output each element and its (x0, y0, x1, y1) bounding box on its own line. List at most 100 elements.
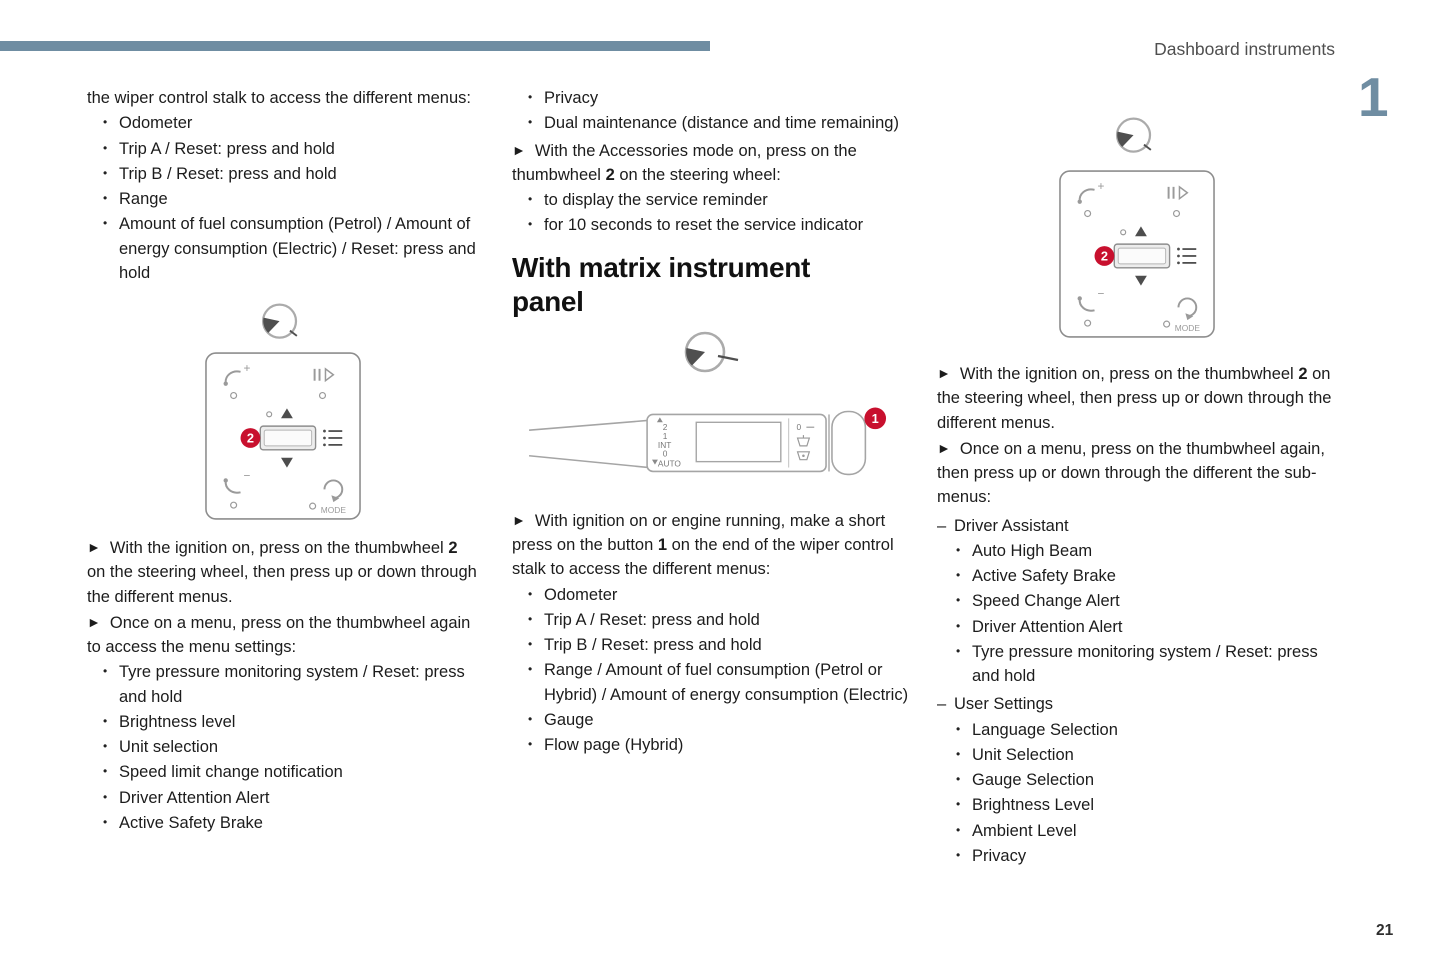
list-item-text: Trip A / Reset: press and hold (119, 139, 335, 158)
figure-steering-controls: + 2 (87, 350, 479, 522)
svg-text:INT: INT (657, 440, 670, 450)
column-left: the wiper control stalk to access the di… (87, 86, 479, 838)
column-right: + 2 (937, 112, 1337, 871)
badge-1-label: 1 (871, 411, 878, 426)
list-item: • Driver Attention Alert (956, 615, 1337, 639)
intro-text: the wiper control stalk to access the di… (87, 89, 471, 107)
down-arrow-icon (281, 457, 293, 468)
list-item: • Trip B / Reset: press and hold (103, 162, 479, 186)
bullet-glyph: • (528, 637, 533, 652)
list-item-text: Unit selection (119, 738, 219, 756)
washer-controls: 0 (796, 422, 814, 461)
up-arrow-icon (281, 408, 293, 419)
bullet-glyph: • (103, 739, 108, 753)
svg-text:−: − (244, 468, 251, 482)
bold-ref: 2 (605, 165, 615, 184)
bullet-glyph: • (103, 115, 108, 130)
bullet-glyph: • (103, 216, 108, 231)
badge-2-label: 2 (1101, 248, 1108, 263)
bullet-glyph: • (956, 568, 961, 582)
accent-top-bar (0, 41, 710, 51)
bullet-glyph: • (103, 191, 108, 205)
bullet-glyph: • (528, 115, 533, 130)
badge-1-circle (863, 407, 886, 429)
bullet-glyph: • (528, 662, 533, 677)
bullet-glyph: • (956, 746, 961, 761)
media-source-icon (1167, 185, 1189, 218)
list-item-text: Flow page (Hybrid) (544, 736, 684, 755)
submenu-group-user-settings: – User Settings • Language Selection • U… (937, 692, 1337, 868)
list-item-text: Speed Change Alert (972, 592, 1120, 611)
list-item-text: to display the service reminder (544, 191, 768, 209)
list-item-text: Auto High Beam (972, 541, 1093, 560)
volume-down-icon: − (223, 468, 251, 509)
list-item-text: Speed limit change notification (119, 763, 343, 782)
bullet-glyph: • (528, 611, 533, 626)
text-run: With the ignition on, press on the thumb… (959, 365, 1299, 383)
steering-controls-diagram: + 2 (1059, 170, 1215, 338)
list-item-text: Trip B / Reset: press and hold (544, 636, 762, 655)
group-items: • Auto High Beam • Active Safety Brake •… (956, 539, 1337, 689)
bold-ref: 2 (448, 539, 458, 557)
action-arrow-icon: ► (87, 613, 101, 630)
list-item-text: Amount of fuel consumption (Petrol) / Am… (119, 215, 476, 282)
bullet-glyph: • (956, 797, 961, 812)
figure-wiper-stalk: 2 1 INT 0 AUTO 0 1 (512, 381, 909, 499)
bullet-glyph: • (956, 721, 961, 736)
list-item: • Tyre pressure monitoring system / Rese… (103, 660, 479, 709)
bullet-glyph: • (103, 764, 108, 779)
list-item: • Trip A / Reset: press and hold (103, 137, 479, 161)
list-item-text: Dual maintenance (distance and time rema… (544, 114, 899, 133)
list-item-text: Range (119, 190, 168, 208)
list-item-text: Odometer (119, 114, 193, 133)
figure-steering-controls: + 2 (937, 168, 1337, 340)
mode-label: MODE (321, 505, 347, 515)
list-item-text: Driver Attention Alert (119, 788, 270, 807)
list-item: • Flow page (Hybrid) (528, 733, 909, 757)
action-arrow-icon: ► (512, 511, 526, 528)
action-arrow-icon: ► (937, 365, 951, 381)
thumbwheel (259, 425, 317, 451)
steering-wheel-icon (684, 331, 738, 373)
list-item: • Range / Amount of fuel consumption (Pe… (528, 658, 909, 707)
group-label: User Settings (954, 695, 1054, 714)
svg-text:+: + (1098, 179, 1105, 193)
list-item-text: Unit Selection (972, 745, 1074, 764)
list-item-text: Language Selection (972, 720, 1118, 739)
svg-text:−: − (1098, 286, 1105, 300)
thumbwheel (1113, 243, 1171, 269)
instruction-para: ► With the ignition on, press on the thum… (937, 362, 1337, 435)
up-arrow-icon (1135, 226, 1147, 237)
mode-label: MODE (1175, 323, 1201, 333)
instruction-para: ►With the ignition on, press on the thum… (87, 536, 479, 609)
text-run: on the end of the wiper control stalk to… (512, 536, 894, 579)
svg-text:0: 0 (662, 449, 667, 459)
list-item: • Language Selection (956, 718, 1337, 742)
list-item: • Driver Attention Alert (103, 786, 479, 810)
figure-steering-wheel (512, 329, 909, 377)
list-item: • for 10 seconds to reset the service in… (528, 213, 909, 237)
list-item: • Gauge (528, 708, 909, 732)
list-item-text: Tyre pressure monitoring system / Reset:… (119, 663, 465, 706)
instruction-para: ►With the Accessories mode on, press on … (512, 139, 909, 188)
group-label: Driver Assistant (954, 516, 1069, 535)
text-run: Once on a menu, press on the thumbwheel … (87, 613, 471, 656)
bullet-glyph: • (956, 772, 961, 786)
badge-2-label: 2 (247, 430, 254, 445)
wiper-stalk-diagram: 2 1 INT 0 AUTO 0 1 (528, 407, 886, 476)
bullet-glyph: • (103, 140, 108, 155)
text-run: on the steering wheel, then press up or … (937, 365, 1332, 432)
dash-glyph: – (937, 695, 947, 714)
bullet-glyph: • (103, 814, 108, 829)
group-label-row: – User Settings (937, 692, 1337, 716)
bold-ref: 1 (657, 536, 668, 555)
list-item: • Unit Selection (956, 743, 1337, 767)
text-run: Once on a menu, press on the thumbwheel … (937, 439, 1325, 507)
steering-controls-diagram: + 2 (205, 352, 361, 520)
list-item: • Brightness Level (956, 793, 1337, 817)
menu-list-icon (323, 429, 343, 447)
list-item-text: Tyre pressure monitoring system / Reset:… (972, 642, 1318, 685)
stalk-end-cap (830, 410, 866, 476)
submenu-group-driver-assistant: – Driver Assistant • Auto High Beam • Ac… (937, 514, 1337, 689)
list-item: • Privacy (528, 86, 909, 110)
